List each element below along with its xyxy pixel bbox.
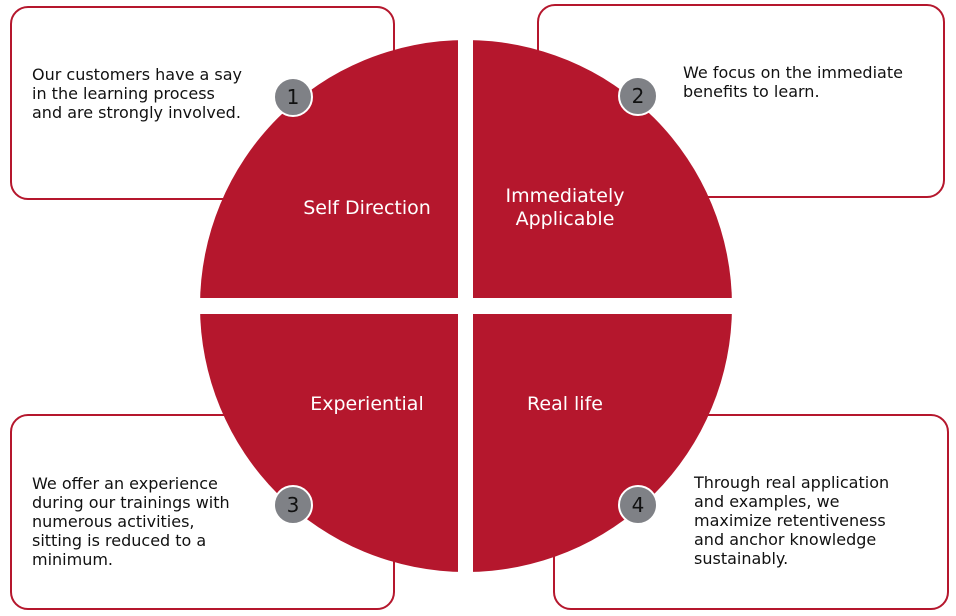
- quadrant-2-segment: [473, 40, 732, 298]
- quadrant-3-description: We offer an experience during our traini…: [32, 474, 230, 569]
- number-badge-1: 1: [273, 77, 313, 117]
- number-4: 4: [632, 493, 645, 517]
- quadrant-2-title-line-2: Applicable: [516, 208, 615, 230]
- number-badge-3: 3: [273, 485, 313, 525]
- quadrant-1-description: Our customers have a say in the learning…: [32, 65, 243, 122]
- number-3: 3: [287, 493, 300, 517]
- quadrant-4-description: Through real application and examples, w…: [694, 473, 890, 568]
- quadrant-1-segment: [200, 40, 458, 298]
- number-1: 1: [287, 85, 300, 109]
- number-badge-4: 4: [618, 485, 658, 525]
- quadrant-3-segment: [200, 314, 458, 572]
- quadrant-1-title: Self Direction: [303, 197, 431, 219]
- number-2: 2: [632, 84, 645, 108]
- quadrant-2-description: We focus on the immediate benefits to le…: [683, 63, 903, 101]
- number-badge-2: 2: [618, 76, 658, 116]
- quadrant-3-title: Experiential: [310, 393, 423, 415]
- quadrant-4-title: Real life: [527, 393, 603, 415]
- quadrant-4-segment: [473, 314, 732, 572]
- quadrant-2-title-line-1: Immediately: [506, 185, 625, 207]
